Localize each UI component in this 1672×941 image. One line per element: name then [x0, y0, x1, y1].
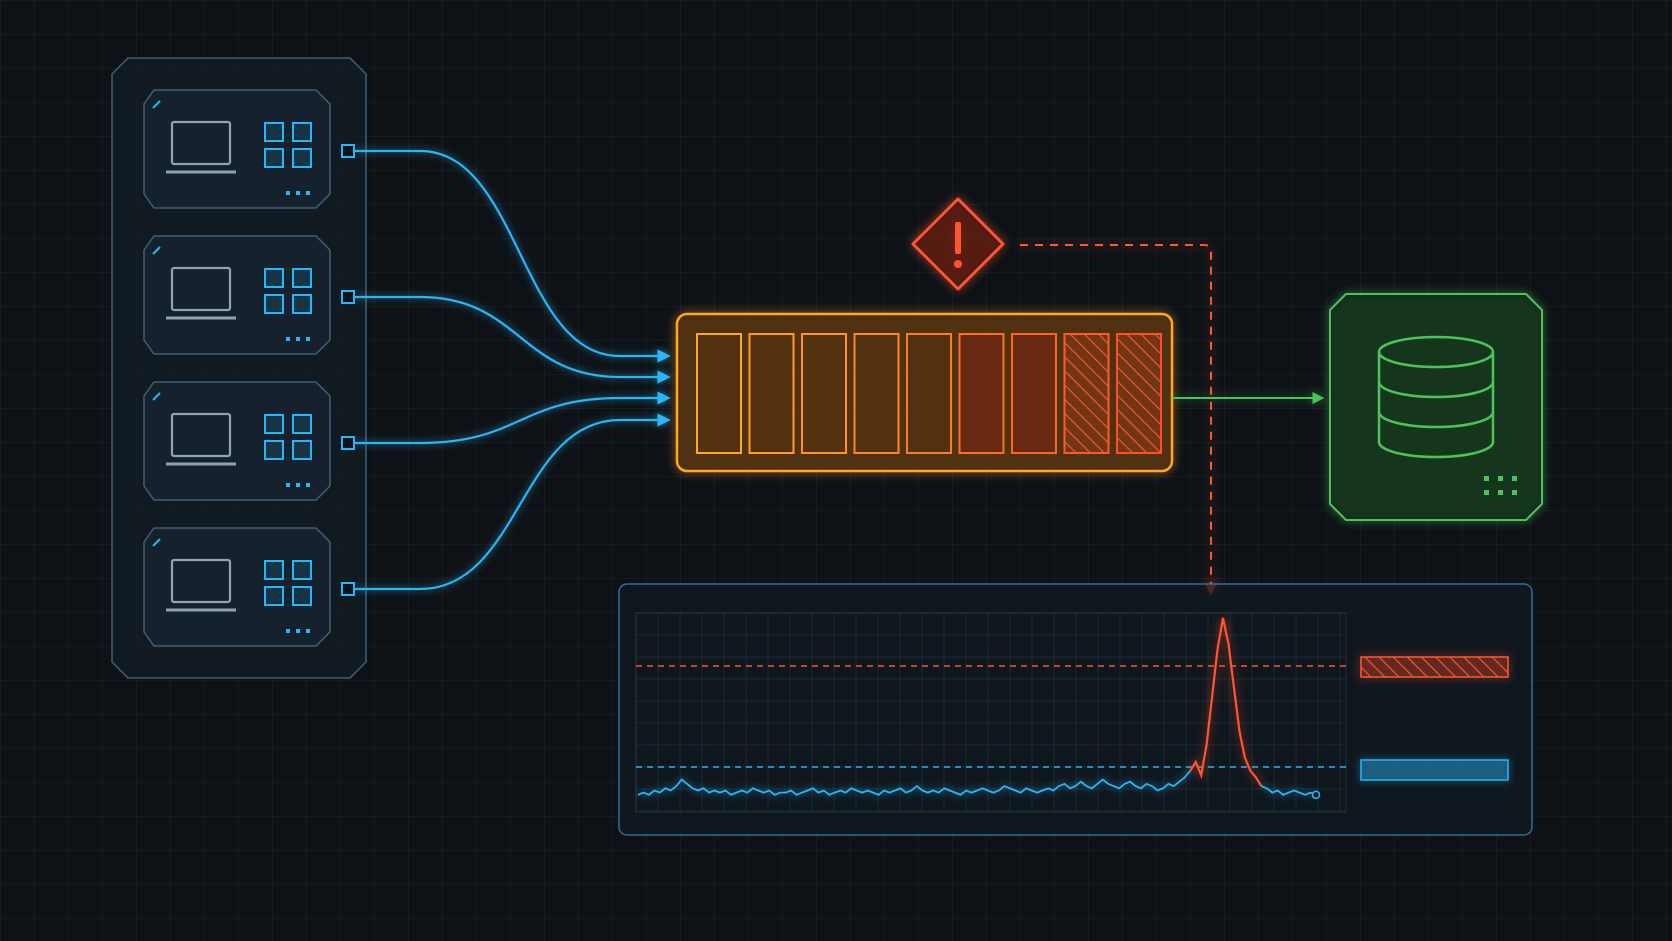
grid-icon: [264, 414, 312, 460]
laptop-icon: [166, 266, 236, 320]
dots-icon: [286, 337, 310, 341]
grid-icon: [264, 268, 312, 314]
queue-slot-filled: [801, 333, 847, 454]
laptop-icon: [166, 120, 236, 174]
output-port: [341, 290, 355, 304]
queue-slot-filled: [853, 333, 900, 454]
producer-4-connector: [354, 413, 671, 591]
monitor-panel: [618, 583, 1533, 836]
output-port: [341, 436, 355, 450]
monitor-plot-grid: [635, 612, 1347, 813]
queue-slot-filled: [906, 333, 952, 454]
queue-slot-warm: [1011, 333, 1057, 454]
dots-icon: [286, 191, 310, 195]
producer-1-connector: [354, 149, 671, 363]
dots-icon: [286, 629, 310, 633]
queue-slot-filled: [696, 333, 742, 454]
producer-3-connector: [354, 391, 671, 445]
queue-slot-filled: [748, 333, 795, 454]
grid-icon: [264, 122, 312, 168]
producer-3-card: [143, 381, 331, 501]
database-node: [1329, 293, 1543, 521]
laptop-icon: [166, 412, 236, 466]
producer-2-connector: [354, 295, 671, 384]
producer-2-card: [143, 235, 331, 355]
metric-line-spike: [1189, 617, 1263, 787]
producer-connectors: [354, 149, 671, 591]
metric-line-recovery: [1260, 785, 1317, 796]
dots-icon: [286, 483, 310, 487]
producers-group: [143, 89, 355, 647]
series-end-marker: [1311, 790, 1321, 800]
producers-panel: [111, 57, 367, 679]
queue-slot-warm: [958, 333, 1005, 454]
output-port: [341, 144, 355, 158]
warning-diamond-icon: [911, 197, 1005, 291]
producer-4-card: [143, 527, 331, 647]
database-icon: [1377, 335, 1495, 459]
threshold-legend-swatch: [1360, 656, 1509, 678]
alert-connector: [1020, 244, 1217, 596]
laptop-icon: [166, 558, 236, 612]
baseline-legend-swatch: [1360, 759, 1509, 781]
message-queue: [675, 312, 1174, 473]
queue-slots: [696, 333, 1162, 454]
output-port: [341, 582, 355, 596]
queue-slot-overflow: [1116, 333, 1162, 454]
queue-slot-overflow: [1063, 333, 1110, 454]
metric-line-normal: [637, 770, 1191, 796]
grid-icon: [264, 560, 312, 606]
producer-1-card: [143, 89, 331, 209]
metric-series: [637, 617, 1321, 800]
database-dots-icon: [1484, 476, 1517, 495]
